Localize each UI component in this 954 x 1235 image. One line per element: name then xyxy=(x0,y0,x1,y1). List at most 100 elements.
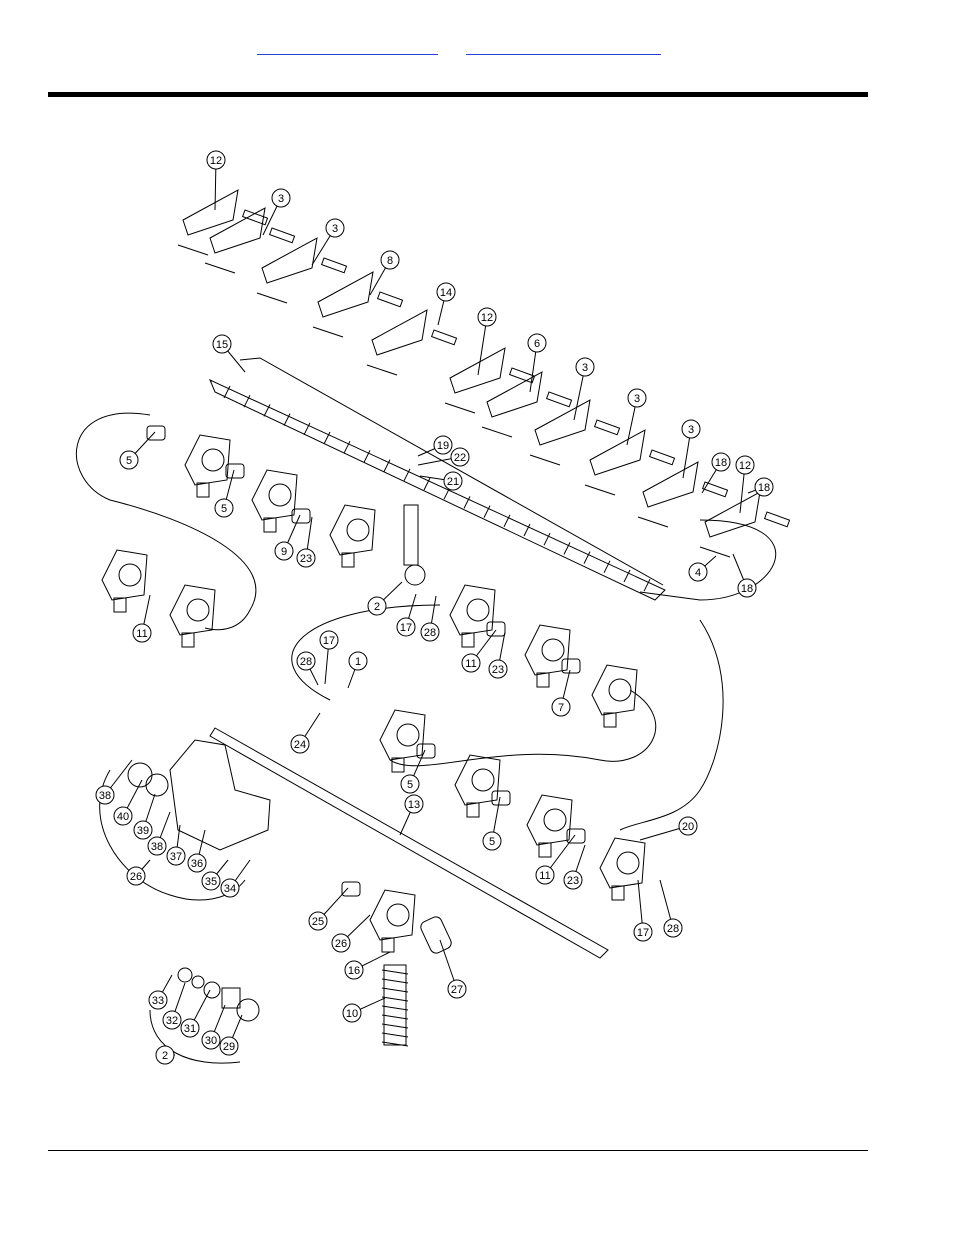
callout-3: 3 xyxy=(627,389,646,445)
blade-clip-2 xyxy=(270,228,295,243)
mount-post xyxy=(404,505,418,565)
callout-label: 36 xyxy=(191,858,203,870)
callout-18: 18 xyxy=(702,453,730,493)
gearbox-6 xyxy=(450,585,495,635)
gearbox-bearing-1 xyxy=(202,449,224,471)
callout-label: 19 xyxy=(437,440,449,452)
callout-label: 26 xyxy=(335,938,347,950)
callout-3: 3 xyxy=(682,420,700,478)
blade-bolt-10 xyxy=(638,517,668,527)
blade-1 xyxy=(183,190,238,235)
blade-bolt-9 xyxy=(585,485,615,495)
callout-label: 6 xyxy=(534,338,540,350)
callout-label: 40 xyxy=(117,811,129,823)
gearbox-bearing-4 xyxy=(119,564,141,586)
callout-16: 16 xyxy=(345,952,390,979)
callout-label: 12 xyxy=(739,460,751,472)
assy-ring-2 xyxy=(192,976,204,988)
callout-label: 17 xyxy=(637,927,649,939)
callout-13: 13 xyxy=(400,795,423,835)
blade-8 xyxy=(535,400,590,445)
gearbox-spout-4 xyxy=(114,598,126,612)
callout-label: 18 xyxy=(758,482,770,494)
auger-turn-2 xyxy=(382,979,408,983)
gearbox-spout-3 xyxy=(342,553,354,567)
callout-label: 5 xyxy=(489,836,495,848)
gearbox-spout-7 xyxy=(537,673,549,687)
callout-2: 2 xyxy=(156,1046,175,1064)
gearbox-spout-10 xyxy=(467,803,479,817)
callout-26: 26 xyxy=(332,915,370,952)
gearbox-spout-1 xyxy=(197,483,209,497)
callout-label: 16 xyxy=(348,965,360,977)
blade-clip-8 xyxy=(595,420,620,435)
callout-19: 19 xyxy=(418,436,452,456)
blade-clip-11 xyxy=(765,512,790,527)
callout-label: 2 xyxy=(162,1050,168,1062)
callout-label: 28 xyxy=(424,627,436,639)
callout-18: 18 xyxy=(733,554,756,597)
callout-label: 8 xyxy=(387,255,393,267)
gearbox-spout-2 xyxy=(264,518,276,532)
callout-2: 2 xyxy=(368,582,402,615)
blade-bolt-1 xyxy=(178,245,208,255)
blade-4 xyxy=(318,272,373,317)
callout-label: 28 xyxy=(667,923,679,935)
callout-25: 25 xyxy=(309,888,348,930)
callout-label: 37 xyxy=(170,851,182,863)
gearbox-1 xyxy=(185,435,230,485)
blade-11 xyxy=(705,492,760,537)
blade-clip-10 xyxy=(703,482,728,497)
gearbox-10 xyxy=(455,755,500,805)
gearbox-7 xyxy=(525,625,570,675)
assy-ring-1 xyxy=(178,968,192,982)
callout-23: 23 xyxy=(564,845,585,889)
callout-17: 17 xyxy=(634,880,652,941)
callout-layer: 1233814126333181218151922215592341821728… xyxy=(96,151,773,1064)
callout-23: 23 xyxy=(489,632,507,678)
gearbox-bearing-3 xyxy=(347,519,369,541)
callout-24: 24 xyxy=(291,713,320,753)
blade-bolt-7 xyxy=(482,427,512,437)
gearbox-3 xyxy=(330,505,375,555)
callout-label: 33 xyxy=(152,995,164,1007)
callout-label: 15 xyxy=(216,339,228,351)
callout-31: 31 xyxy=(181,990,210,1037)
blade-3 xyxy=(262,238,317,283)
callout-label: 20 xyxy=(682,821,694,833)
callout-28: 28 xyxy=(297,652,318,685)
callout-17: 17 xyxy=(320,631,338,684)
callout-1: 1 xyxy=(348,652,367,688)
callout-38: 38 xyxy=(96,760,132,804)
callout-6: 6 xyxy=(528,334,546,392)
blade-clip-6 xyxy=(510,368,535,383)
callout-12: 12 xyxy=(478,308,496,375)
auger-turn-3 xyxy=(382,988,408,992)
callout-4: 4 xyxy=(689,556,716,581)
callout-label: 10 xyxy=(346,1008,358,1020)
gearbox-spout-5 xyxy=(182,633,194,647)
blade-clip-3 xyxy=(322,258,347,273)
blade-bolt-6 xyxy=(445,403,475,413)
auger-turn-5 xyxy=(382,1006,408,1010)
gearbox-spout-6 xyxy=(462,633,474,647)
callout-7: 7 xyxy=(552,670,570,716)
outline-curve-3 xyxy=(292,605,440,700)
blade-6 xyxy=(450,348,505,393)
callout-label: 3 xyxy=(688,424,694,436)
callout-27: 27 xyxy=(440,940,466,998)
callout-label: 24 xyxy=(294,739,306,751)
callout-34: 34 xyxy=(221,860,250,897)
callout-label: 23 xyxy=(492,664,504,676)
gearbox-13 xyxy=(370,890,415,940)
gearbox-bearing-12 xyxy=(617,852,639,874)
gearbox-spout-12 xyxy=(612,886,624,900)
auger-turn-4 xyxy=(382,997,408,1001)
gearbox-2 xyxy=(252,470,297,520)
callout-11: 11 xyxy=(133,595,151,642)
callout-5: 5 xyxy=(483,797,501,850)
callout-5: 5 xyxy=(120,432,155,469)
blade-bolt-3 xyxy=(257,293,287,303)
callout-label: 34 xyxy=(224,883,236,895)
